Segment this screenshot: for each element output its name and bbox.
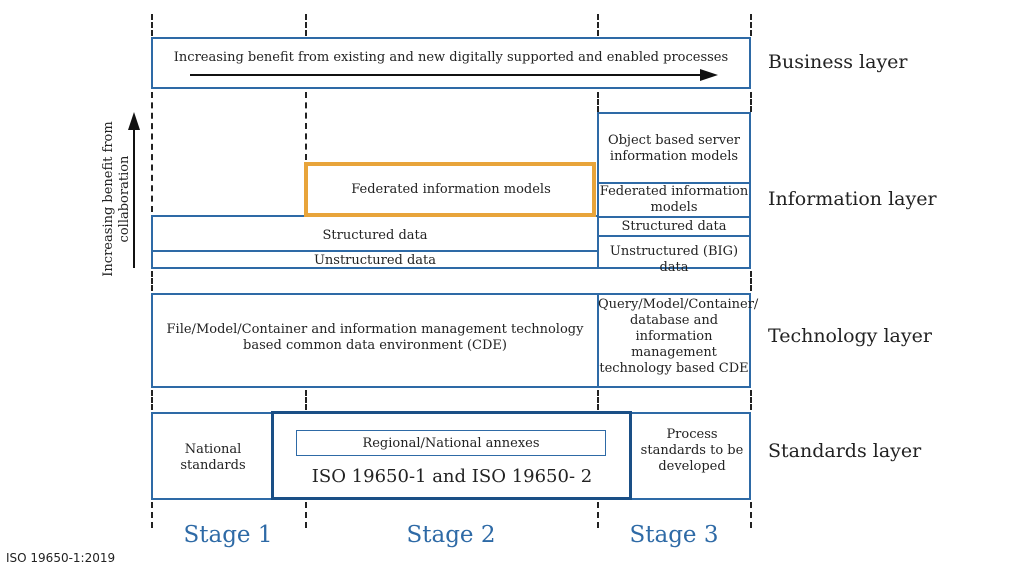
federated-models-label: Federated information models: [351, 182, 551, 197]
stage-divider-2-mid: [305, 92, 307, 160]
right-arrow-icon: [190, 69, 718, 81]
federated-models-highlight: [304, 162, 596, 217]
stage-divider-1-mid: [151, 92, 153, 212]
s3-info-divider-2: [597, 216, 751, 218]
stage-divider-3-mid: [597, 92, 599, 112]
s3-object-models-label: Object based server information models: [607, 133, 741, 164]
stage-divider-3-top: [597, 14, 599, 36]
business-layer-label: Business layer: [768, 51, 908, 73]
technology-layer-label: Technology layer: [768, 325, 932, 347]
cde-main-label: File/Model/Container and information man…: [166, 322, 584, 353]
stage-divider-2-bottom: [305, 502, 307, 528]
stage-divider-4-bottom: [750, 502, 752, 528]
source-footnote: ISO 19650-1:2019: [6, 551, 116, 565]
unstructured-data-label: Unstructured data: [313, 253, 437, 268]
business-benefit-text: Increasing benefit from existing and new…: [173, 50, 729, 65]
stage-divider-4-gap2: [750, 271, 752, 291]
stage-3-label: Stage 3: [629, 522, 719, 548]
stage-divider-2-top: [305, 14, 307, 36]
national-standards-label: National standards: [180, 442, 246, 473]
s3-info-divider-1: [597, 182, 751, 184]
technology-stage3-divider: [597, 293, 599, 388]
stage-2-label: Stage 2: [406, 522, 496, 548]
standards-layer-label: Standards layer: [768, 440, 922, 462]
structured-data-area: [151, 215, 599, 269]
iso-standard-label: ISO 19650-1 and ISO 19650- 2: [311, 466, 593, 487]
technology-layer-box: [151, 293, 751, 388]
stage-divider-1-bottom: [151, 502, 153, 528]
stage-divider-1-top: [151, 14, 153, 36]
process-standards-label: Process standards to be developed: [640, 427, 744, 474]
regional-annexes-label: Regional/National annexes: [362, 436, 540, 451]
stage-divider-2-gap3: [305, 390, 307, 410]
collaboration-axis-label: Increasing benefit from collaboration: [101, 121, 132, 277]
stage3-information-column: [597, 112, 751, 269]
information-layer-label: Information layer: [768, 188, 937, 210]
stage-divider-4-top: [750, 14, 752, 36]
stage-divider-1-gap3: [151, 390, 153, 410]
stage-divider-1-gap2: [151, 271, 153, 291]
business-layer-box: [151, 37, 751, 89]
stage-divider-4-mid: [750, 92, 752, 112]
structured-data-label: Structured data: [322, 228, 428, 243]
s3-info-divider-3: [597, 235, 751, 237]
s3-federated-models-label: Federated information models: [599, 184, 749, 215]
stage-1-label: Stage 1: [183, 522, 273, 548]
s3-structured-data-label: Structured data: [621, 219, 727, 234]
stage-divider-4-gap3: [750, 390, 752, 410]
up-arrow-icon: [128, 112, 140, 268]
structured-unstructured-divider: [151, 250, 599, 252]
stage-divider-3-gap3: [597, 390, 599, 410]
regional-annexes-box: [296, 430, 606, 456]
stage-divider-3-bottom: [597, 502, 599, 528]
s3-unstructured-data-label: Unstructured (BIG) data: [609, 244, 739, 275]
cde-stage3-label: Query/Model/Container/ database and info…: [598, 297, 759, 376]
